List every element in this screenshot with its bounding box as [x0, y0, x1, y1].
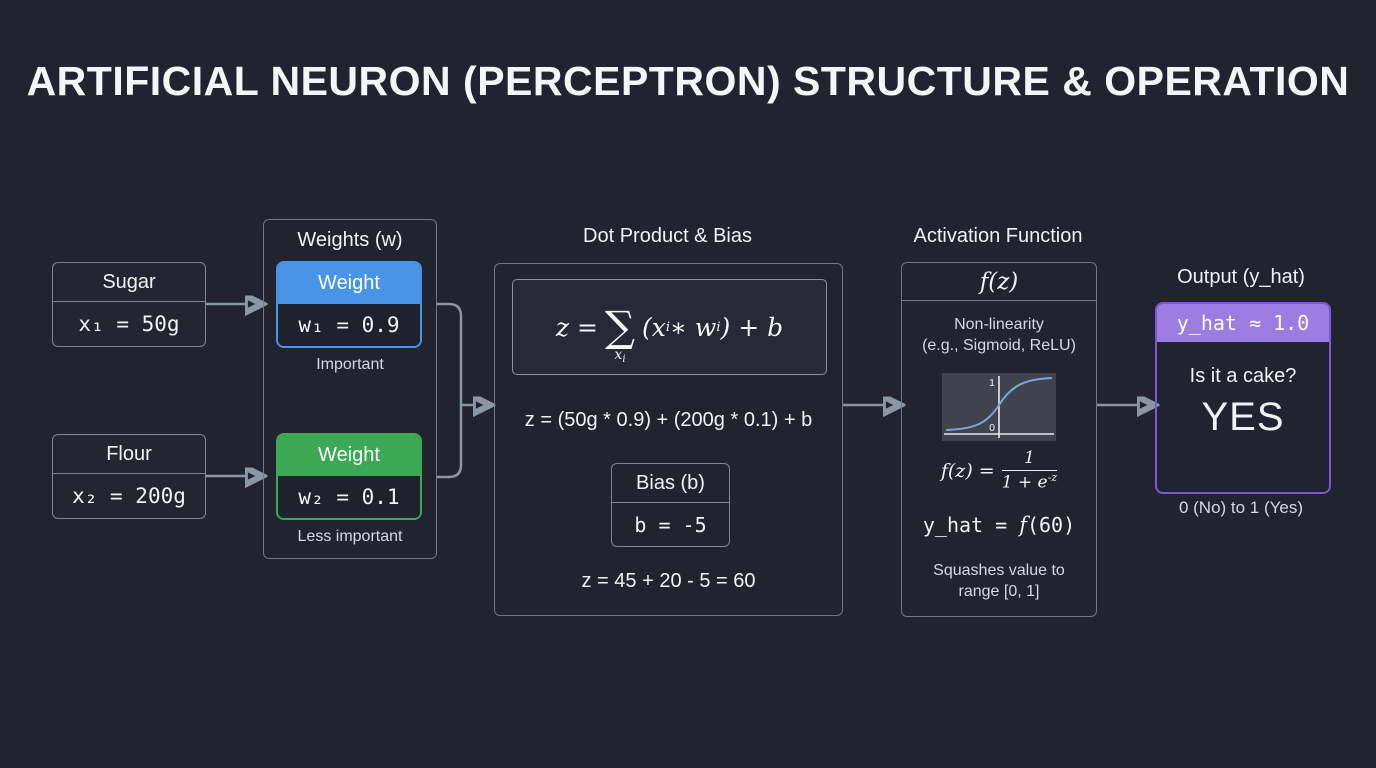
activation-panel: f(z) Non-linearity (e.g., Sigmoid, ReLU)…: [901, 262, 1097, 617]
weight-2-header: Weight: [278, 435, 420, 476]
fraction: 1 1 + e-z: [1001, 448, 1058, 493]
sigmoid-curve: [945, 377, 1053, 431]
activation-header: f(z): [902, 263, 1096, 301]
weight-2-value: w₂ = 0.1: [278, 476, 420, 518]
output-range-note: 0 (No) to 1 (Yes): [1178, 498, 1304, 517]
formula-lhs: z =: [555, 312, 598, 342]
yhat-equation: y_hat = f(60): [922, 513, 1076, 537]
activation-note: Squashes value to range [0, 1]: [933, 562, 1065, 600]
weight-1-value: w₁ = 0.9: [278, 304, 420, 346]
output-title: Output (y_hat): [1177, 266, 1305, 288]
sigmoid-graph: 1 0: [942, 373, 1056, 441]
sigma-underscript: xi: [614, 347, 626, 366]
output-box: y_hat ≈ 1.0 Is it a cake? YES: [1155, 302, 1331, 494]
result-equation: z = 45 + 20 - 5 = 60: [581, 570, 756, 592]
formula-term: (x: [641, 312, 666, 342]
sigma-symbol: ∑ xi: [604, 301, 635, 366]
weight-1-note: Important: [316, 356, 384, 373]
output-question: Is it a cake?: [1189, 365, 1297, 387]
input-sugar-value: x₁ = 50g: [78, 312, 180, 336]
graph-label-one: 1: [989, 377, 995, 389]
dot-product-title: Dot Product & Bias: [583, 225, 752, 247]
graph-label-zero: 0: [989, 422, 995, 434]
input-sugar-label: Sugar: [53, 263, 205, 302]
weight-2-note: Less important: [297, 528, 403, 545]
input-flour-value: x₂ = 200g: [72, 484, 186, 508]
bias-box: Bias (b) b = -5: [611, 463, 730, 547]
weight-1-header: Weight: [278, 263, 420, 304]
activation-title: Activation Function: [913, 225, 1083, 247]
input-box-sugar: Sugar x₁ = 50g: [52, 262, 206, 347]
bias-header: Bias (b): [612, 464, 729, 503]
weight-box-1: Weight w₁ = 0.9: [276, 261, 422, 348]
weights-title: Weights (w): [297, 229, 403, 251]
expanded-equation: z = (50g * 0.9) + (200g * 0.1) + b: [524, 409, 813, 431]
input-box-flour: Flour x₂ = 200g: [52, 434, 206, 519]
bias-value: b = -5: [634, 512, 707, 537]
page-title: ARTIFICIAL NEURON (PERCEPTRON) STRUCTURE…: [26, 58, 1350, 104]
bracket-weights-merge: [437, 302, 463, 479]
input-flour-label: Flour: [53, 435, 205, 474]
weights-panel: Weights (w) Weight w₁ = 0.9 Important We…: [263, 219, 437, 559]
weight-box-2: Weight w₂ = 0.1: [276, 433, 422, 520]
output-answer: YES: [1201, 395, 1285, 439]
activation-description: Non-linearity (e.g., Sigmoid, ReLU): [922, 316, 1076, 354]
output-header: y_hat ≈ 1.0: [1157, 304, 1329, 342]
sigmoid-formula: f(z) = 1 1 + e-z: [940, 448, 1058, 493]
fraction-bar: [1001, 469, 1058, 472]
